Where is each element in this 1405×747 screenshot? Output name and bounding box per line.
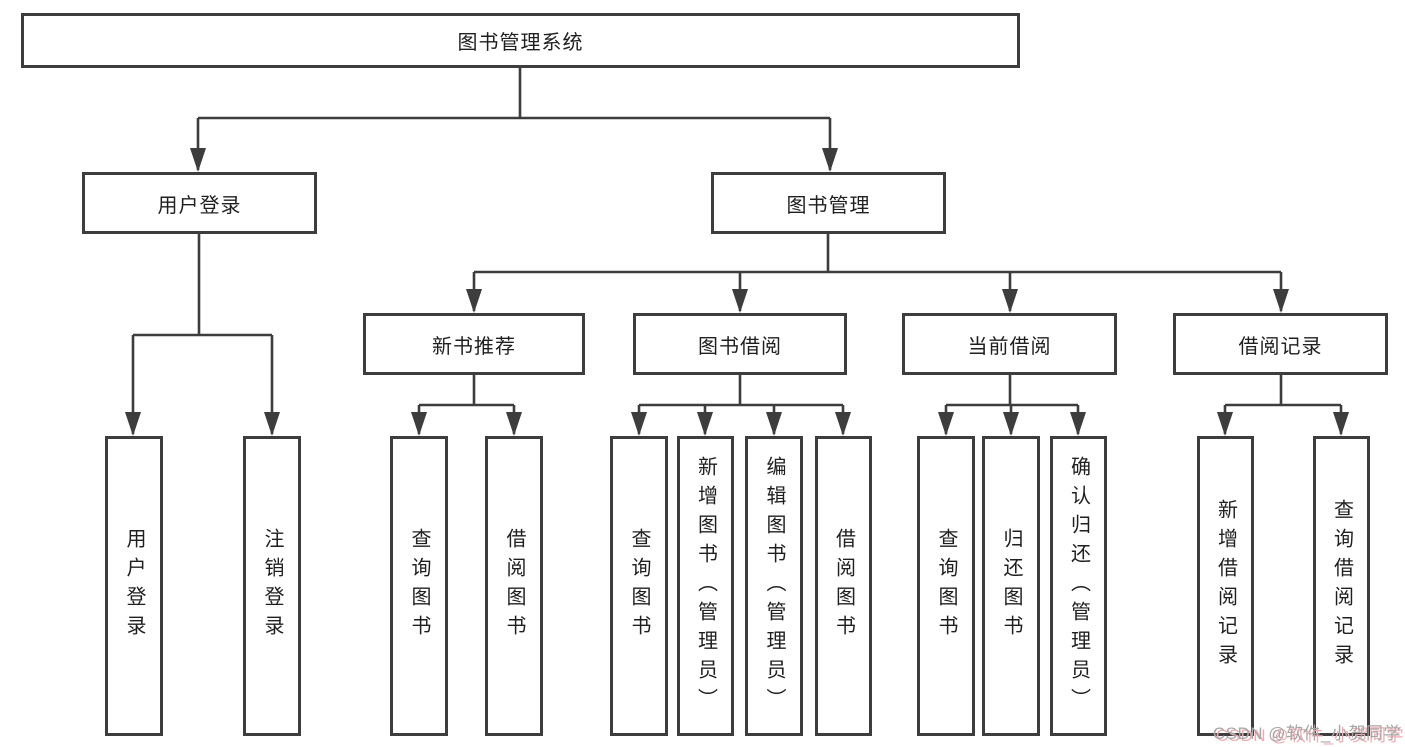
leaf-user-login: 用户登录 (105, 436, 163, 736)
leaf-return-book: 归还图书 (982, 436, 1040, 736)
leaf-add-borrow-record: 新增借阅记录 (1197, 436, 1254, 736)
node-book-management: 图书管理 (711, 172, 946, 234)
leaf-query-borrow-record: 查询借阅记录 (1313, 436, 1370, 736)
leaf-query-book-current: 查询图书 (917, 436, 975, 736)
leaf-logout: 注销登录 (243, 436, 301, 736)
leaf-confirm-return-admin: 确认归还（管理员） (1050, 436, 1107, 736)
node-new-book-recommend: 新书推荐 (363, 313, 585, 375)
node-library-management-system: 图书管理系统 (21, 13, 1020, 68)
leaf-add-book-admin: 新增图书（管理员） (677, 436, 734, 736)
leaf-borrow-book-recommend: 借阅图书 (485, 436, 543, 736)
leaf-query-book-recommend: 查询图书 (390, 436, 448, 736)
leaf-edit-book-admin: 编辑图书（管理员） (745, 436, 803, 736)
node-book-borrow: 图书借阅 (633, 313, 847, 375)
node-borrow-records: 借阅记录 (1173, 313, 1388, 375)
leaf-borrow-book: 借阅图书 (815, 436, 872, 736)
node-current-borrow: 当前借阅 (902, 313, 1117, 375)
node-user-login: 用户登录 (82, 172, 317, 234)
leaf-query-book-borrow: 查询图书 (610, 436, 668, 736)
csdn-watermark: CSDN @软件_小贺同学 (1212, 724, 1401, 743)
